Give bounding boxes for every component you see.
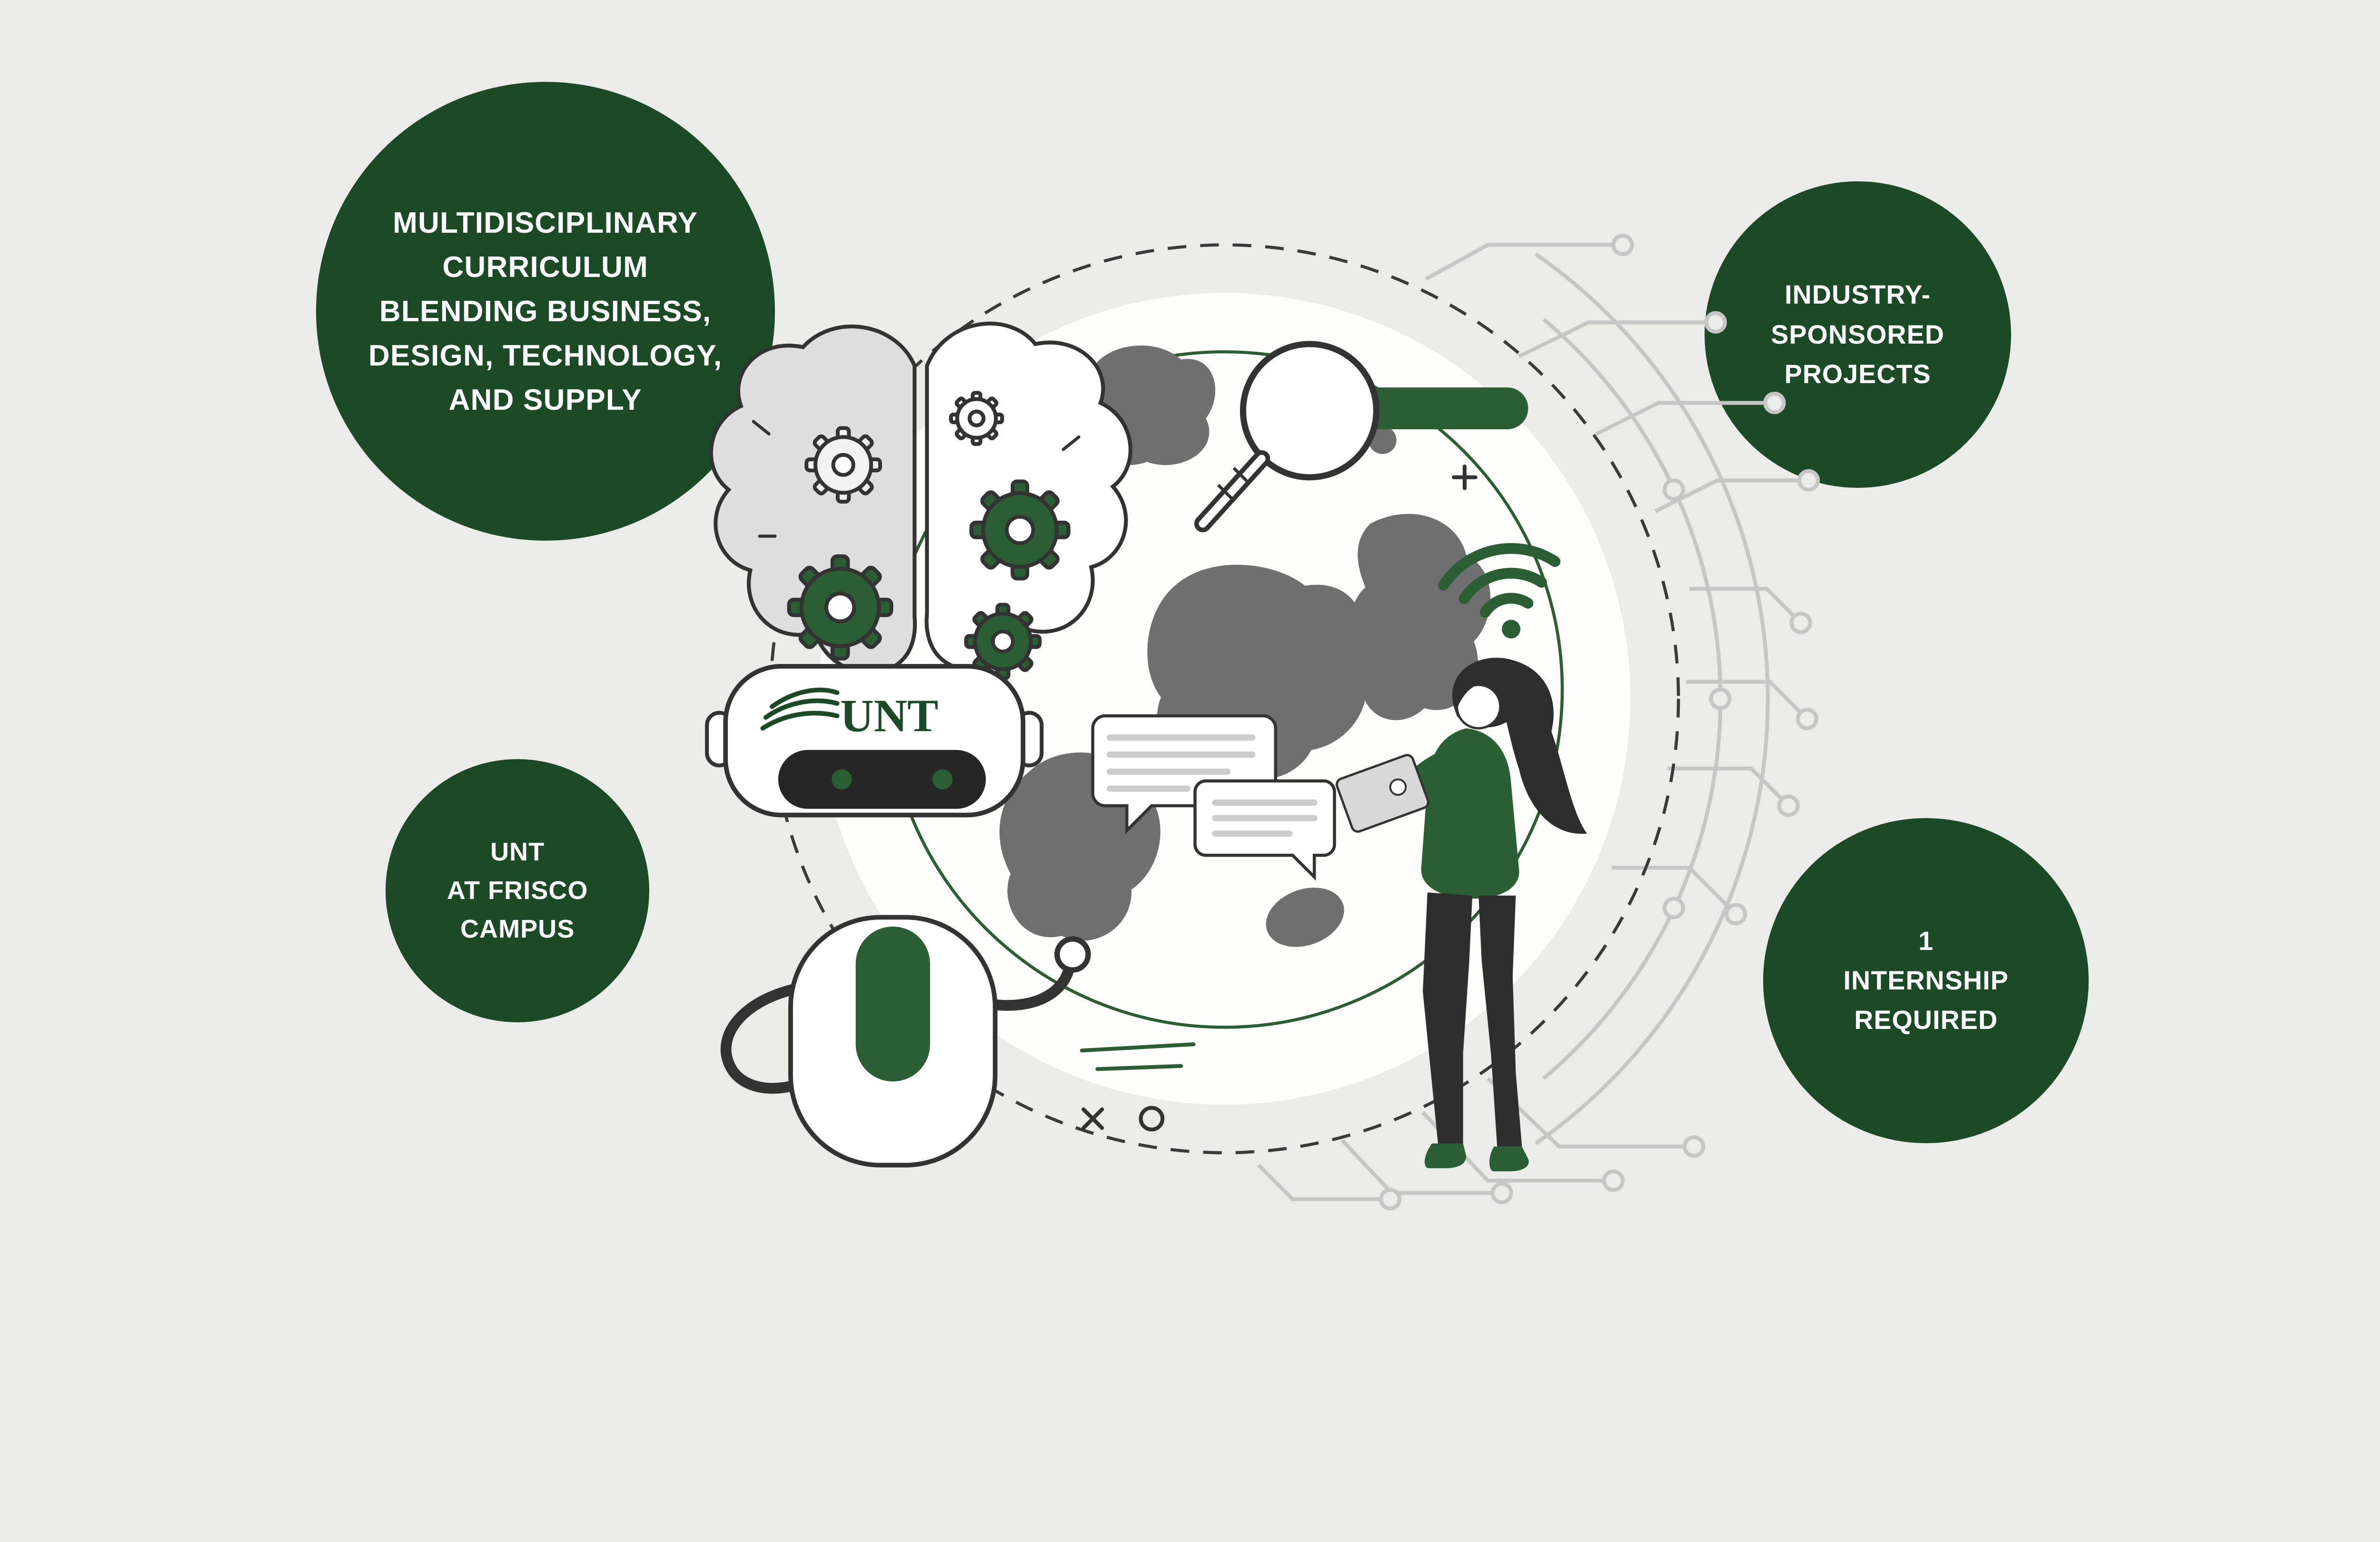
plus-mark-icon [1451,464,1478,490]
unt-logo: UNT [760,687,938,741]
robot-eye-right [932,769,952,790]
stat-bubble-curriculum-text: MULTIDISCIPLINARY CURRICULUM BLENDING BU… [368,206,723,416]
tablet [1335,753,1429,833]
unt-logo-text: UNT [840,690,938,741]
robot-eye-left [831,769,852,790]
speed-lines [1080,1042,1195,1071]
wifi-icon [1438,543,1560,639]
small-circle-mark [1139,1106,1164,1131]
decorative-marks [1080,464,1478,1131]
stat-bubble-industry-projects: INDUSTRY- SPONSORED PROJECTS [1704,181,2011,488]
stat-bubble-curriculum: MULTIDISCIPLINARY CURRICULUM BLENDING BU… [316,82,775,541]
stat-bubble-frisco-campus-text: UNT AT FRISCO CAMPUS [446,838,588,944]
robot-visor [778,750,986,809]
unt-eagle-icon [760,687,839,731]
stat-bubble-frisco-campus: UNT AT FRISCO CAMPUS [386,759,649,1023]
magnifier-search-icon [1194,341,1528,533]
robot-icon: UNT [704,663,1091,1167]
program-illustration: UNT [704,233,1820,1210]
stat-bubble-internship-text: 1 INTERNSHIP REQUIRED [1843,926,2009,1035]
infographic-stage: MULTIDISCIPLINARY CURRICULUM BLENDING BU… [316,82,2089,1210]
robot-chest-panel [855,926,930,1081]
woman-with-tablet-icon [1335,657,1587,1171]
sparkle-mark-icon [1081,1107,1104,1130]
brain-gears-icon [709,321,1132,690]
chat-bubbles-icon [1091,714,1336,881]
dashed-orbit-circle [768,243,1680,1154]
stat-bubble-internship: 1 INTERNSHIP REQUIRED [1763,818,2089,1144]
stat-bubble-industry-projects-text: INDUSTRY- SPONSORED PROJECTS [1771,280,1945,389]
